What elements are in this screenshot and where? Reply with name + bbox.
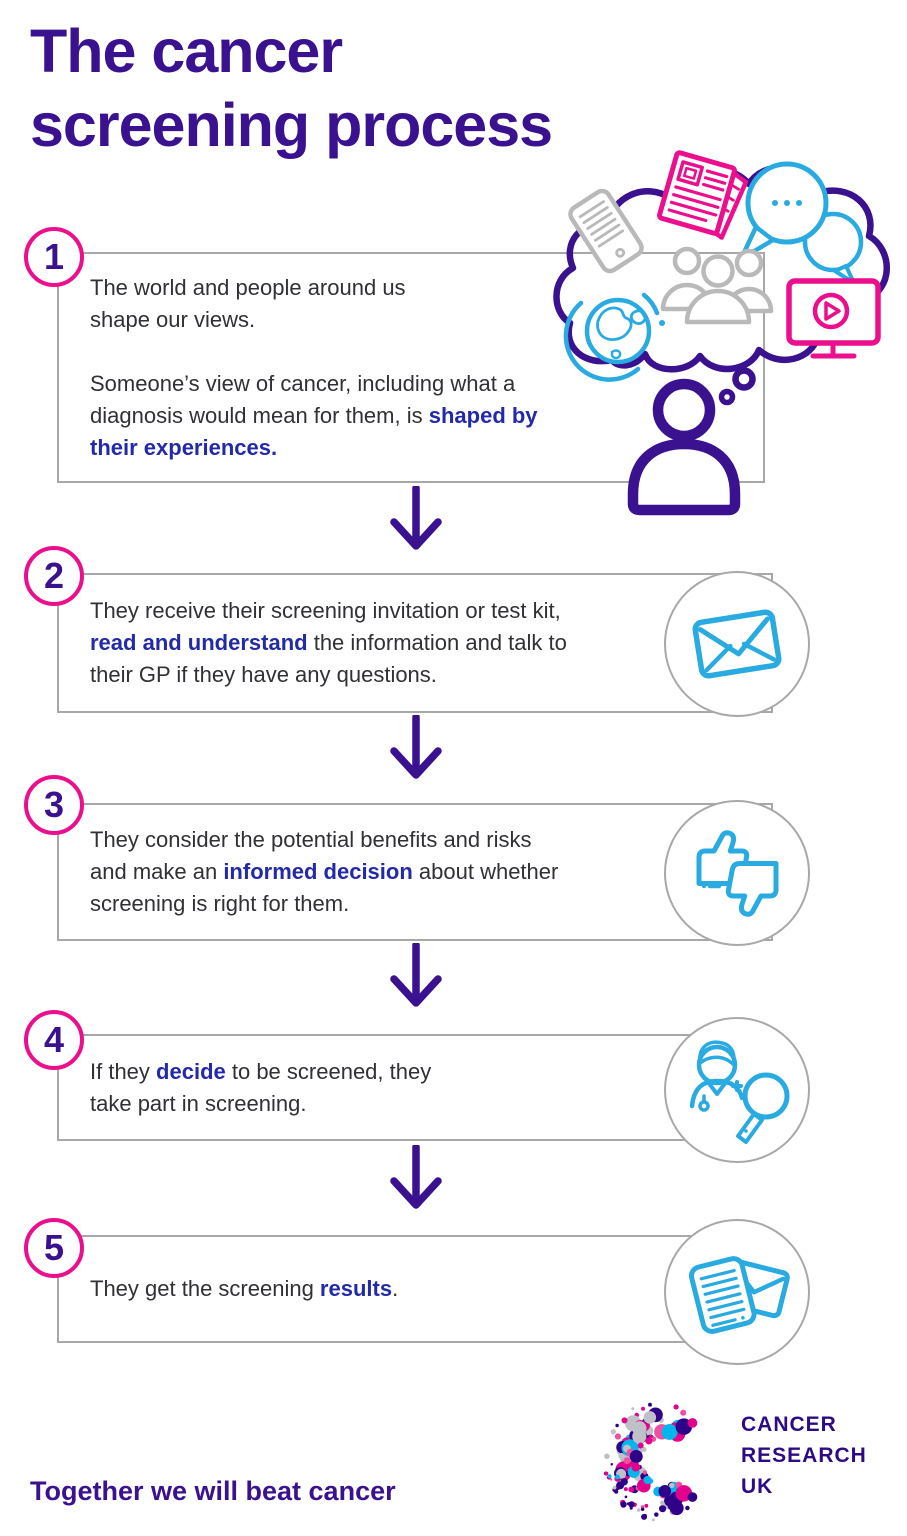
flow-arrow-4 — [390, 1145, 442, 1209]
page-title-line2: screening process — [30, 91, 553, 159]
newspaper-icon — [657, 150, 749, 240]
step-2-box: They receive their screening invitation … — [57, 573, 773, 713]
flow-arrow-1 — [390, 486, 442, 550]
step-5-text: They get the screening results. — [90, 1276, 399, 1301]
step-5-number: 5 — [24, 1218, 84, 1278]
step-1-number: 1 — [24, 227, 84, 287]
step-1-text: The world and people around us shape our… — [90, 274, 538, 460]
cruk-logo: CANCER RESEARCH UK — [595, 1390, 907, 1536]
step-3-number: 3 — [24, 775, 84, 835]
cruk-logo-line3: UK — [741, 1475, 774, 1498]
cruk-logo-line1: CANCER — [741, 1413, 837, 1436]
step-1-box: The world and people around us shape our… — [57, 252, 765, 483]
step-4-number-label: 4 — [43, 1019, 65, 1060]
results-letter-icon — [688, 1256, 790, 1334]
page-title: The cancer screening process — [30, 14, 553, 162]
step-5-number-label: 5 — [43, 1227, 65, 1268]
step-2-icon-circle — [664, 571, 810, 717]
step-3-text: They consider the potential benefits and… — [90, 827, 559, 916]
step-4-icon-circle — [664, 1017, 810, 1163]
step-2-text: They receive their screening invitation … — [90, 598, 567, 687]
step-1-number-label: 1 — [43, 236, 65, 277]
video-player-icon — [786, 278, 881, 359]
flow-arrow-2 — [390, 715, 442, 779]
step-4-text: If they decide to be screened, they take… — [90, 1058, 432, 1116]
flow-arrow-3 — [390, 943, 442, 1007]
thumbs-up-down-icon — [685, 821, 789, 925]
cruk-logo-line2: RESEARCH — [741, 1444, 867, 1467]
step-2-number-label: 2 — [43, 555, 65, 596]
doctor-magnifier-icon — [689, 1040, 790, 1144]
step-4-box: If they decide to be screened, they take… — [57, 1034, 773, 1141]
step-5-box: They get the screening results. — [57, 1235, 773, 1343]
tagline: Together we will beat cancer — [30, 1476, 396, 1506]
step-3-number-label: 3 — [43, 784, 65, 825]
step-2-number: 2 — [24, 546, 84, 606]
step-5-icon-circle — [664, 1219, 810, 1365]
step-4-number: 4 — [24, 1010, 84, 1070]
step-3-icon-circle — [664, 800, 810, 946]
cruk-logo-wordmark: CANCER RESEARCH UK — [741, 1409, 867, 1502]
page-title-line1: The cancer — [30, 17, 343, 85]
step-3-box: They consider the potential benefits and… — [57, 803, 773, 941]
envelope-icon — [692, 609, 782, 679]
cruk-logo-mark — [603, 1402, 698, 1522]
